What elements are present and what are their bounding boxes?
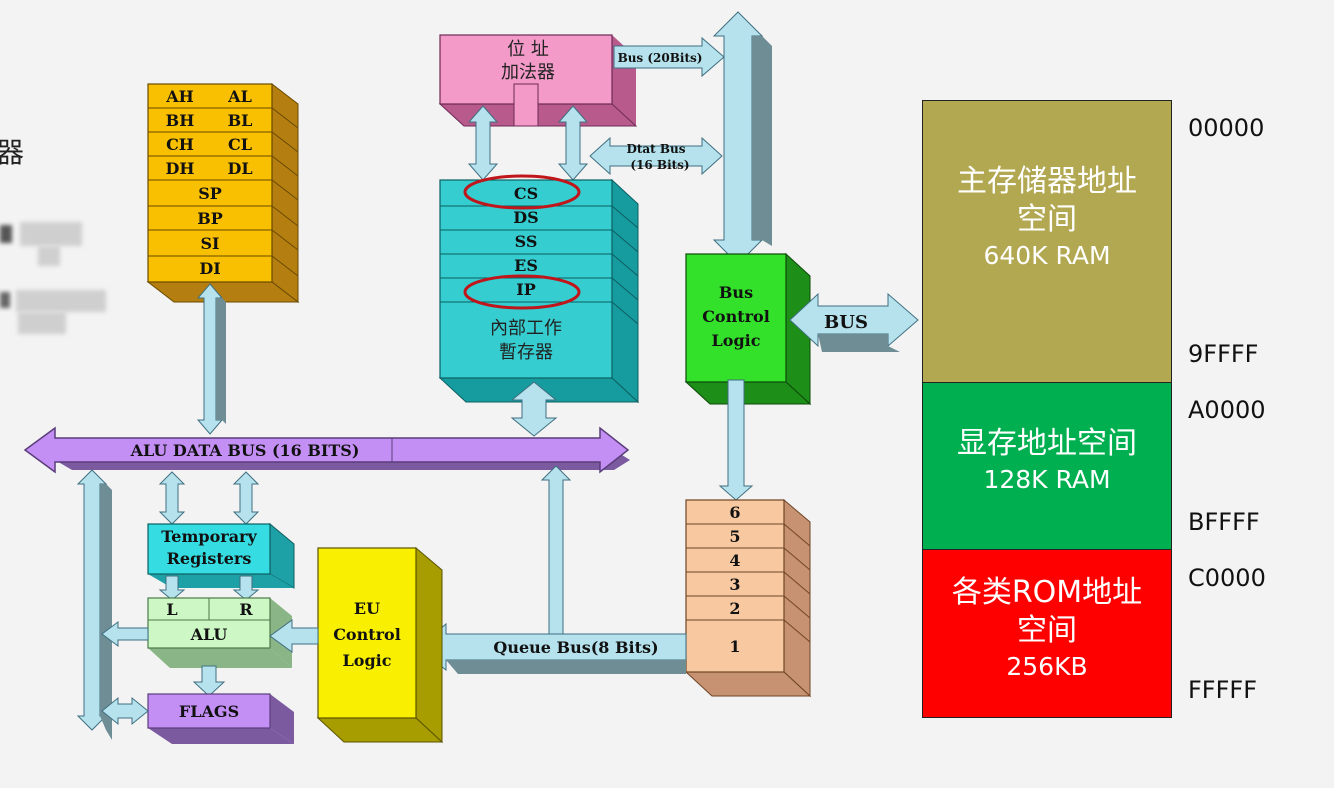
rom-block: 各类ROM地址 空间 256KB: [922, 549, 1172, 718]
eu-label-1: EU: [354, 599, 380, 618]
reg-di: DI: [199, 259, 220, 278]
address-bus-vertical: [712, 11, 772, 265]
alu-label: ALU: [190, 625, 228, 644]
system-bus-arrow: BUS: [789, 292, 919, 352]
bus-to-queue-vertical: [540, 465, 572, 635]
rom-title-1: 各类ROM地址: [951, 575, 1143, 610]
reg-sp: SP: [198, 184, 222, 203]
reg-dh: DH: [166, 159, 195, 178]
address-fffff: FFFFF: [1188, 676, 1258, 704]
adder-segment-arrows: [467, 105, 589, 181]
queue-bus: Queue Bus(8 Bits): [417, 622, 687, 674]
alu-right: R: [239, 600, 253, 619]
general-registers: AH AL BH BL CH CL DH DL SP BP SI DI: [146, 82, 300, 304]
segment-label-1: 內部工作: [490, 318, 562, 339]
address-00000: 00000: [1188, 114, 1265, 142]
queue-3: 3: [729, 575, 740, 594]
address-adder: 位 址 加法器: [438, 34, 638, 127]
segment-label-2: 暫存器: [499, 342, 553, 363]
main-memory-block: 主存储器地址 空间 640K RAM: [922, 100, 1172, 383]
bus-20bits: Bus (20Bits): [613, 36, 725, 78]
queue-2: 2: [729, 599, 740, 618]
rom-size: 256KB: [1006, 652, 1088, 681]
data-bus-16bits: Dtat Bus (16 Bits): [589, 136, 723, 176]
alu-data-bus: ALU DATA BUS (16 BITS): [23, 426, 630, 474]
eu-control-logic: EU Control Logic: [316, 546, 444, 744]
bus-control-label-1: Bus: [719, 283, 753, 302]
address-9ffff: 9FFFF: [1188, 340, 1259, 368]
seg-ip: IP: [516, 280, 536, 299]
main-memory-title-1: 主存储器地址: [957, 164, 1137, 199]
main-memory-title-2: 空间: [1017, 202, 1077, 237]
bus-control-label-2: Control: [702, 307, 770, 326]
eu-label-2: Control: [333, 625, 401, 644]
video-memory-title: 显存地址空间: [957, 426, 1137, 461]
cs-highlight: [463, 174, 581, 210]
bus-to-queue-arrow: [718, 379, 754, 501]
reg-ah: AH: [165, 87, 194, 106]
address-c0000: C0000: [1188, 564, 1266, 592]
seg-es: ES: [514, 256, 538, 275]
reg-bh: BH: [166, 111, 195, 130]
address-a0000: A0000: [1188, 396, 1266, 424]
ip-highlight: [463, 274, 581, 310]
partial-label: 器: [0, 136, 24, 169]
bus20-label: Bus (20Bits): [618, 51, 703, 65]
reg-dl: DL: [227, 159, 252, 178]
redacted-fragment: [0, 292, 10, 308]
bus-temp-arrows: [158, 471, 260, 525]
video-memory-size: 128K RAM: [983, 465, 1111, 494]
queue-4: 4: [729, 551, 740, 570]
alu-bus-label: ALU DATA BUS (16 BITS): [130, 441, 360, 460]
flags-label: FLAGS: [179, 702, 239, 721]
data-bus-label-2: (16 Bits): [630, 158, 689, 172]
adder-label-2: 加法器: [501, 62, 555, 83]
left-bus-arrows: [76, 469, 149, 740]
temp-label-2: Registers: [167, 549, 252, 568]
seg-ds: DS: [513, 208, 538, 227]
reg-ch: CH: [166, 135, 194, 154]
data-bus-label-1: Dtat Bus: [626, 142, 685, 156]
temporary-registers: Temporary Registers: [147, 522, 295, 589]
redacted-fragment: [16, 290, 106, 312]
reg-bp: BP: [197, 209, 223, 228]
video-memory-block: 显存地址空间 128K RAM: [922, 382, 1172, 550]
temp-alu-arrows: [158, 575, 260, 601]
redacted-fragment: [18, 312, 66, 334]
flags-register: FLAGS: [147, 693, 294, 744]
register-bus-arrow: [196, 283, 226, 435]
seg-cs: CS: [514, 184, 538, 203]
reg-cl: CL: [228, 135, 252, 154]
alu-flags-arrow: [192, 665, 226, 697]
rom-title-2: 空间: [1017, 613, 1077, 648]
adder-label-1: 位 址: [507, 39, 549, 60]
redacted-fragment: [0, 225, 12, 243]
segment-bus-arrow: [510, 381, 558, 437]
eu-alu-arrow: [269, 619, 319, 653]
bus-arrow-label: BUS: [824, 312, 868, 333]
bus-control-label-3: Logic: [712, 331, 761, 350]
alu-unit: L R ALU: [147, 597, 292, 668]
eu-label-3: Logic: [343, 651, 392, 670]
segment-registers: CS DS SS ES IP 內部工作 暫存器: [438, 174, 640, 404]
reg-al: AL: [227, 87, 252, 106]
redacted-fragment: [38, 246, 60, 266]
queue-1: 1: [729, 637, 740, 656]
queue-bus-label: Queue Bus(8 Bits): [493, 638, 658, 657]
reg-bl: BL: [228, 111, 253, 130]
address-bffff: BFFFF: [1188, 508, 1260, 536]
bus-control-logic: Bus Control Logic: [684, 252, 812, 406]
alu-left: L: [166, 600, 177, 619]
queue-6: 6: [729, 503, 740, 522]
reg-si: SI: [200, 234, 219, 253]
instruction-queue: 6 5 4 3 2 1: [684, 498, 812, 698]
main-memory-size: 640K RAM: [983, 241, 1111, 270]
temp-label-1: Temporary: [161, 527, 257, 546]
queue-5: 5: [729, 527, 740, 546]
redacted-fragment: [20, 222, 82, 246]
seg-ss: SS: [515, 232, 538, 251]
